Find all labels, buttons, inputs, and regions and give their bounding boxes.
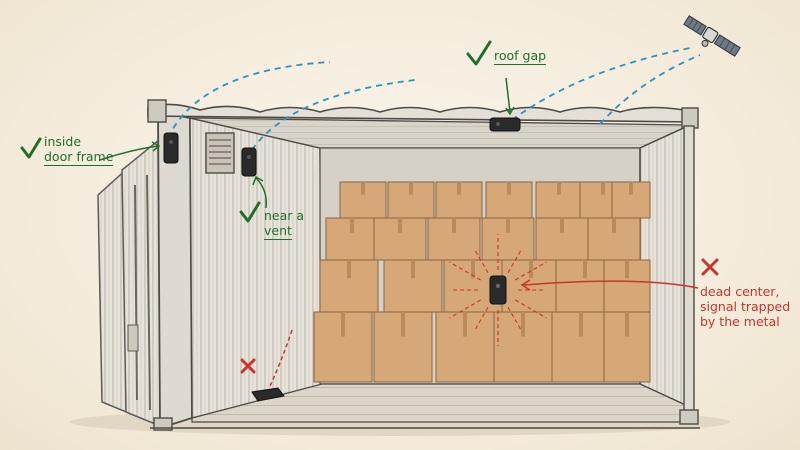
gps-tracker-icon <box>490 118 520 131</box>
label-door-frame-line-1: inside <box>44 134 113 149</box>
satellite-icon <box>680 15 741 63</box>
label-dead-center-line-3: by the metal <box>700 314 790 329</box>
label-roof-gap: roof gap <box>494 48 546 63</box>
label-vent-line-2: vent <box>264 223 292 240</box>
gps-tracker-icon <box>164 133 178 163</box>
label-vent: near a vent <box>264 208 304 240</box>
label-dead-center: dead center, signal trapped by the metal <box>700 284 790 329</box>
check-mark-icon <box>468 42 490 64</box>
label-door-frame-line-2: door frame <box>44 149 113 166</box>
gps-tracker-icon <box>490 276 506 304</box>
container-left-wall <box>158 112 322 428</box>
air-vent <box>206 133 234 173</box>
label-vent-line-1: near a <box>264 208 304 223</box>
label-dead-center-line-2: signal trapped <box>700 299 790 314</box>
cross-mark-icon <box>703 260 717 274</box>
label-door-frame: inside door frame <box>44 134 113 166</box>
gps-tracker-icon <box>242 148 256 176</box>
label-dead-center-line-1: dead center, <box>700 284 790 299</box>
check-mark-icon <box>22 139 40 157</box>
label-roof-gap-line-1: roof gap <box>494 48 546 65</box>
cargo-boxes <box>314 182 650 382</box>
